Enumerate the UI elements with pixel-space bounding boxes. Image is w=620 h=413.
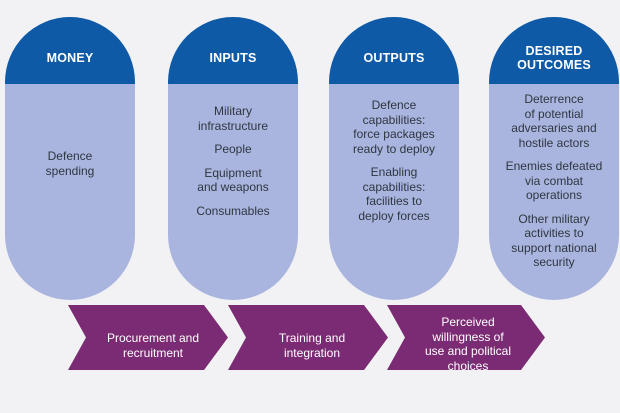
content-line: Defence	[47, 149, 93, 163]
content-item: Defence spending	[9, 149, 131, 178]
column-body	[5, 84, 135, 300]
content-line: People	[214, 142, 252, 156]
column-title: INPUTS	[168, 51, 298, 65]
content-item: Other military activities to support nat…	[493, 212, 615, 270]
content-line: adversaries and	[511, 121, 597, 135]
column-money: MONEY Defence spending	[5, 0, 135, 413]
content-item: Deterrence of potential adversaries and …	[493, 92, 615, 150]
content-line: Defence	[371, 98, 417, 112]
content-line: security	[533, 255, 575, 269]
title-line: INPUTS	[209, 51, 257, 65]
step-line: willingness of	[432, 329, 504, 344]
content-line: activities to	[524, 226, 584, 240]
step-training-arrow	[228, 305, 388, 370]
step-perceived-willingness-arrow	[387, 305, 545, 370]
title-line: DESIRED	[525, 44, 583, 58]
column-outputs-shape	[329, 17, 459, 300]
content-item: Enemies defeated via combat operations	[493, 159, 615, 203]
column-title: MONEY	[5, 51, 135, 65]
content-line: and weapons	[197, 180, 269, 194]
content-line: infrastructure	[197, 118, 269, 133]
step-line: use and political	[424, 344, 512, 358]
column-content: Military infrastructure People Equipment…	[172, 104, 294, 227]
content-line: Other military	[518, 211, 590, 226]
content-line: force packages	[353, 127, 435, 141]
content-line: Military	[214, 104, 252, 118]
step-line: choices	[447, 358, 489, 373]
column-body	[329, 84, 459, 300]
column-body	[489, 84, 619, 300]
title-line: MONEY	[46, 51, 94, 65]
step-line: integration	[283, 345, 341, 360]
content-line: of potential	[524, 106, 584, 121]
content-line: operations	[525, 188, 583, 202]
column-desired-outcomes: DESIRED OUTCOMES Deterrence of potential…	[489, 0, 619, 413]
content-line: ready to deploy	[352, 141, 436, 156]
step-procurement-label: Procurement and recruitment	[93, 331, 213, 360]
column-desired-outcomes-shape	[489, 17, 619, 300]
content-item: People	[172, 142, 294, 157]
content-item: Equipment and weapons	[172, 166, 294, 195]
content-item: Consumables	[172, 204, 294, 219]
content-line: facilities to	[365, 194, 423, 208]
step-line: Training and	[278, 331, 346, 345]
content-line: deploy forces	[358, 208, 430, 223]
column-title: DESIRED OUTCOMES	[489, 44, 619, 72]
column-content: Deterrence of potential adversaries and …	[493, 92, 615, 279]
column-money-shape	[5, 17, 135, 300]
content-item: Enabling capabilities: facilities to dep…	[333, 165, 455, 223]
content-line: spending	[45, 163, 95, 178]
content-line: support national	[511, 240, 597, 255]
content-line: Enemies defeated	[505, 159, 603, 173]
column-header	[5, 17, 135, 84]
column-outputs: OUTPUTS Defence capabilities: force pack…	[329, 0, 459, 413]
content-line: hostile actors	[518, 135, 590, 150]
column-header	[489, 17, 619, 84]
content-item: Defence capabilities: force packages rea…	[333, 98, 455, 156]
content-line: Enabling	[370, 165, 418, 179]
column-inputs-shape	[168, 17, 298, 300]
column-header	[168, 17, 298, 85]
column-content: Defence capabilities: force packages rea…	[333, 98, 455, 232]
column-title: OUTPUTS	[329, 51, 459, 65]
column-body	[168, 84, 298, 300]
step-line: recruitment	[122, 345, 184, 360]
title-line: OUTPUTS	[363, 51, 425, 65]
content-line: Deterrence	[524, 92, 584, 106]
content-line: Consumables	[196, 203, 270, 218]
content-item: Military infrastructure	[172, 104, 294, 133]
column-content: Defence spending	[9, 149, 131, 187]
column-header	[329, 17, 459, 84]
step-line: Procurement and	[106, 331, 200, 345]
step-procurement-arrow	[68, 305, 228, 370]
title-line: OUTCOMES	[517, 58, 591, 72]
content-line: capabilities:	[362, 179, 426, 194]
step-perceived-willingness-label: Perceived willingness of use and politic…	[408, 315, 528, 373]
content-line: Equipment	[204, 165, 262, 180]
column-inputs: INPUTS Military infrastructure People Eq…	[168, 0, 298, 413]
step-training-label: Training and integration	[252, 331, 372, 360]
content-line: capabilities:	[362, 112, 426, 127]
step-line: Perceived	[441, 315, 495, 329]
content-line: via combat	[524, 173, 584, 188]
